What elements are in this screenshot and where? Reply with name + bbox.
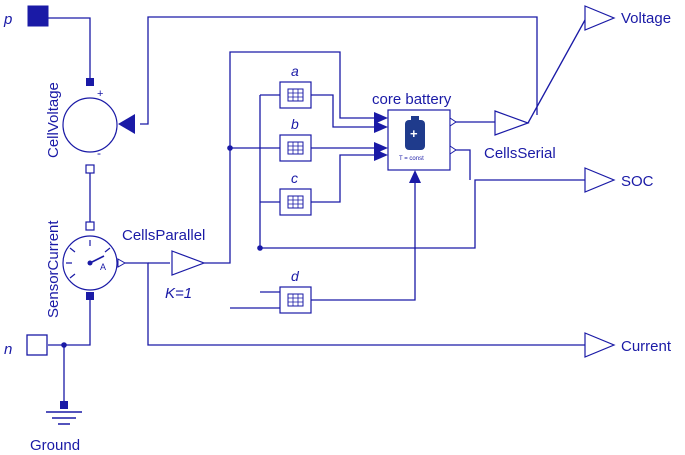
soc-label: SOC <box>621 173 654 190</box>
voltage-output-triangle <box>584 5 616 31</box>
voltage-plus-label: + <box>97 88 103 100</box>
cells-serial-gain[interactable]: CellsSerial <box>484 110 556 162</box>
current-pin-bottom <box>86 292 94 300</box>
block-d[interactable]: d <box>279 268 312 314</box>
battery-bottom-input-arrow <box>409 170 421 183</box>
battery-cell-icon <box>405 120 425 150</box>
ground[interactable]: Ground <box>30 401 82 454</box>
voltage-pin-bottom <box>85 164 95 174</box>
table-icon <box>287 293 304 307</box>
block-a-label: a <box>291 63 299 79</box>
battery-plus-symbol: + <box>410 126 418 141</box>
block-c-label: c <box>291 170 298 186</box>
port-n-label: n <box>4 341 12 358</box>
serial-gain-triangle <box>494 110 530 136</box>
parallel-gain-triangle <box>171 250 206 276</box>
output-current[interactable]: Current <box>584 332 672 358</box>
cells-serial-label: CellsSerial <box>484 145 556 162</box>
port-n[interactable]: n <box>4 334 48 358</box>
voltage-output-arrow <box>118 114 135 134</box>
battery-input-arrow <box>374 149 388 161</box>
ground-pin <box>60 401 68 409</box>
current-pin-top <box>85 221 95 231</box>
battery-input-arrow <box>374 112 388 124</box>
block-a[interactable]: a <box>279 63 312 109</box>
soc-output-triangle <box>584 167 616 193</box>
output-soc[interactable]: SOC <box>584 167 654 193</box>
current-label: Current <box>621 338 672 355</box>
block-d-label: d <box>291 268 300 284</box>
signal-wires <box>125 16 586 346</box>
junction-dot <box>61 342 67 348</box>
ground-label: Ground <box>30 437 80 454</box>
current-output-triangle <box>584 332 616 358</box>
gain-k-label: K=1 <box>165 285 192 302</box>
cells-parallel-label: CellsParallel <box>122 227 205 244</box>
battery-input-arrow <box>374 121 388 133</box>
voltage-label: Voltage <box>621 10 671 27</box>
sensor-current-label: SensorCurrent <box>45 220 62 318</box>
block-c[interactable]: c <box>279 170 312 216</box>
electrical-wires <box>48 17 91 405</box>
voltage-pin-top <box>86 78 94 86</box>
current-dial-glyph: A <box>100 262 106 272</box>
table-icon <box>287 141 304 155</box>
battery-inner-text: T = const <box>399 156 424 162</box>
output-voltage[interactable]: Voltage <box>584 5 671 31</box>
block-b-label: b <box>291 116 299 132</box>
cell-voltage-sensor[interactable]: + - CellVoltage <box>45 78 135 174</box>
junction-dot <box>227 145 233 151</box>
table-icon <box>287 195 304 209</box>
table-icon <box>287 88 304 102</box>
cell-voltage-label: CellVoltage <box>45 82 62 158</box>
current-needle <box>89 255 105 264</box>
junction-dots <box>61 145 263 348</box>
core-battery-label: core battery <box>372 91 452 108</box>
junction-dot <box>257 245 263 251</box>
current-output-arrow <box>117 258 127 268</box>
voltage-minus-label: - <box>97 146 101 160</box>
sensor-current[interactable]: A SensorCurrent <box>45 220 127 318</box>
port-p[interactable]: p <box>3 5 49 28</box>
current-needle-pivot <box>87 260 93 266</box>
block-b[interactable]: b <box>279 116 312 162</box>
current-dial-ticks <box>66 240 111 279</box>
core-battery[interactable]: core battery + T = const <box>372 91 457 183</box>
ground-symbol <box>46 411 82 425</box>
voltage-sensor-circle <box>62 97 118 153</box>
port-p-label: p <box>3 11 12 28</box>
cells-parallel-gain[interactable]: CellsParallel K=1 <box>122 227 206 302</box>
